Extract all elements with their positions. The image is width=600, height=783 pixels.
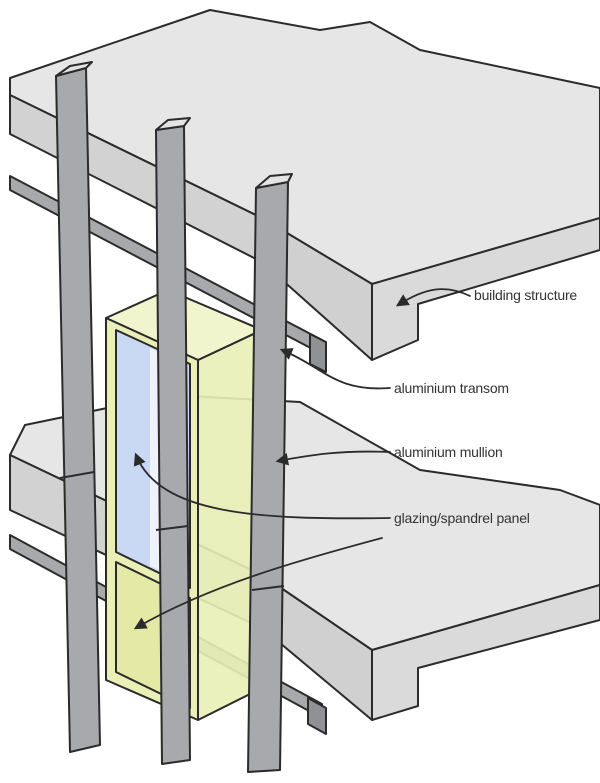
right-mullion-shaft: [247, 181, 289, 773]
middle-mullion-cap: [155, 117, 191, 131]
leader-spandrel: [133, 537, 383, 630]
upper-floor-slab: [9, 9, 600, 361]
middle-mullion-joint: [155, 525, 189, 531]
label-aluminium-mullion: aluminium mullion: [394, 444, 503, 460]
diagram-labels: building structure aluminium transom alu…: [394, 287, 578, 526]
middle-mullion-shaft: [155, 125, 191, 765]
left-mullion-joint: [59, 471, 95, 479]
right-mullion-cap: [255, 173, 293, 189]
right-mullion-joint: [251, 585, 285, 591]
leader-aluminium-mullion: [275, 450, 391, 466]
left-mullion-cap: [55, 61, 93, 77]
upper-transom-end: [309, 333, 327, 373]
leader-lines: [133, 288, 471, 630]
label-aluminium-transom: aluminium transom: [394, 380, 509, 396]
leader-aluminium-transom: [279, 348, 391, 390]
upper-slab-side-edge: [371, 217, 600, 361]
leader-building-structure: [395, 288, 471, 307]
lower-transom-end: [307, 697, 327, 735]
label-glazing-spandrel-panel: glazing/spandrel panel: [394, 510, 530, 526]
leader-glazing: [133, 452, 391, 520]
lower-slab-side-edge: [371, 584, 600, 721]
label-building-structure: building structure: [474, 287, 577, 303]
